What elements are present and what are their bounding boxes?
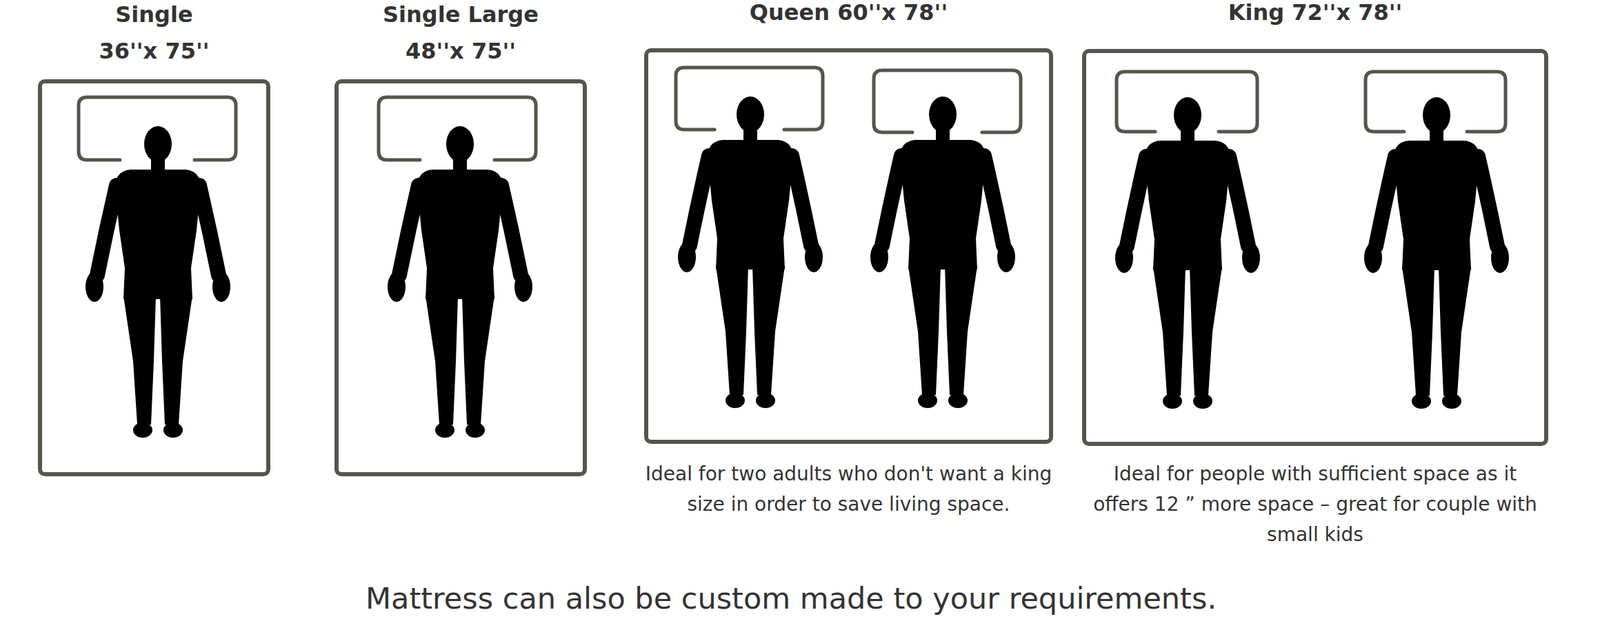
size-heading-wrap: King 72''x 78''	[944, 0, 1600, 25]
size-heading: Queen 60''x 78''	[749, 0, 948, 25]
caption: Mattress can also be custom made to your…	[0, 577, 1583, 620]
person-silhouette	[677, 96, 823, 409]
size-description: Ideal for people with sufficient space a…	[1091, 459, 1540, 551]
mattress-box: Single 36''x 75''	[37, 79, 271, 477]
description-wrap: Ideal for people with sufficient space a…	[1091, 459, 1540, 551]
person-silhouette	[870, 96, 1016, 409]
description-wrap: Ideal for two adults who don't want a ki…	[638, 459, 1060, 520]
person-silhouette	[387, 126, 533, 438]
size-heading-wrap: Single 36''x 75''	[0, 0, 409, 70]
mattress-box: Single Large 48''x 75''	[334, 79, 587, 477]
person-silhouette	[1364, 97, 1509, 409]
size-heading: Single Large 48''x 75''	[382, 0, 540, 70]
mattress-box: Queen 60''x 78''Ideal for two adults who…	[644, 48, 1054, 445]
size-heading: King 72''x 78''	[1228, 0, 1403, 25]
size-heading: Single 36''x 75''	[97, 0, 211, 70]
mattress-box: King 72''x 78''Ideal for people with suf…	[1082, 48, 1549, 447]
person-silhouette	[85, 126, 231, 438]
person-silhouette	[1115, 97, 1260, 409]
size-description: Ideal for two adults who don't want a ki…	[638, 459, 1060, 520]
size-heading-wrap: Queen 60''x 78''	[506, 0, 1192, 25]
